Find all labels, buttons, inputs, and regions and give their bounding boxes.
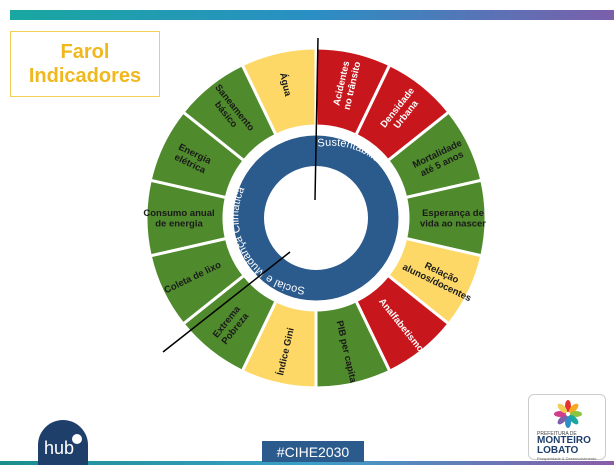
top-gradient-bar (10, 10, 614, 20)
prefeitura-small-text: PREFEITURA DE (537, 431, 577, 437)
prefeitura-logo: PREFEITURA DE MONTEIRO LOBATO Prosperida… (528, 394, 606, 461)
prefeitura-name-line1: MONTEIRO (537, 435, 591, 446)
prefeitura-name-line2: LOBATO (537, 445, 579, 456)
hashtag-badge: #CIHE2030 (262, 441, 364, 462)
hub-logo-text: hub (44, 438, 75, 458)
segment-label-14: Água (277, 72, 293, 98)
hub-logo: hub (38, 420, 88, 465)
title-box: Farol Indicadores (10, 31, 160, 97)
title-line-1: Farol (60, 41, 110, 63)
flower-icon (554, 400, 582, 428)
prefeitura-tagline: Prosperidade & Desenvolvimento (537, 456, 597, 461)
pointer-line-top (314, 37, 319, 201)
footer-line (0, 461, 614, 465)
segment-14 (240, 46, 318, 138)
pointer-line-diagonal (162, 251, 291, 353)
hub-dot-icon (72, 434, 82, 444)
title-line-2: Indicadores (28, 65, 142, 87)
center-hole (264, 166, 368, 270)
